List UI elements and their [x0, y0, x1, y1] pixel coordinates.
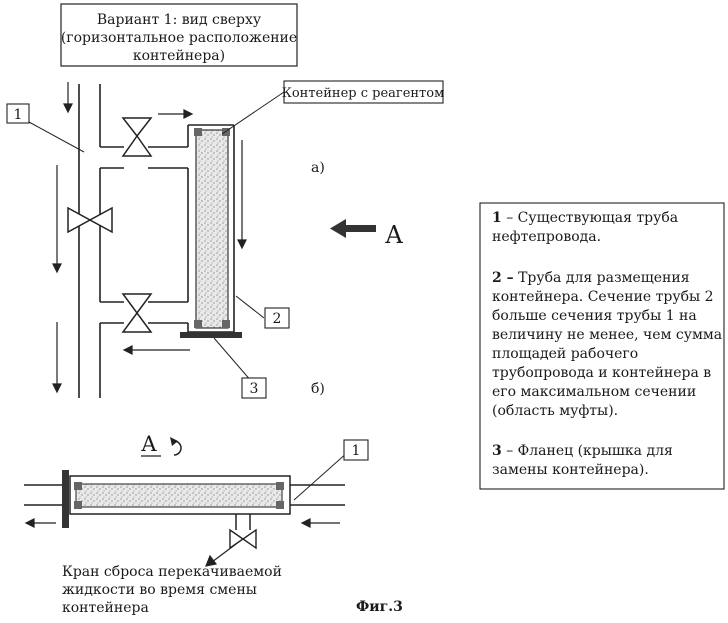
tag-2: 2 — [265, 308, 289, 328]
flow-arrows-side-view — [26, 519, 340, 566]
view-a-label: а) — [311, 160, 325, 176]
legend-item-2-line-2: контейнера. Сечение трубы 2 — [492, 289, 714, 305]
tag-1-bottom: 1 — [344, 440, 368, 460]
title-box: Вариант 1: вид сверху (горизонтальное ра… — [61, 4, 297, 66]
legend-item-2-line-6: трубопровода и контейнера в — [492, 365, 711, 381]
legend-item-2-line-7: его максимальном сечении — [492, 384, 696, 400]
view-b-label: б) — [311, 381, 325, 397]
reagent-container — [194, 128, 230, 328]
legend-item-2-line-8: (область муфты). — [492, 403, 618, 419]
arrow-a-letter: А — [385, 221, 403, 249]
legend-item-2-line-1: 2 – Труба для размещения — [492, 270, 690, 286]
legend-item-2-line-3: больше сечения трубы 1 на — [492, 308, 697, 324]
view-a-marker: А — [141, 432, 157, 456]
figure-caption: Фиг.3 — [356, 599, 403, 615]
title-line-3: контейнера) — [133, 48, 225, 64]
title-line-2: (горизонтальное расположение — [61, 30, 297, 46]
valve-top — [123, 118, 151, 156]
drain-note-line-3: контейнера — [62, 600, 149, 616]
tag-1-top: 1 — [7, 104, 29, 123]
svg-text:3: 3 — [250, 381, 259, 397]
reagent-container-side — [74, 482, 284, 509]
svg-text:2: 2 — [273, 311, 282, 327]
title-line-1: Вариант 1: вид сверху — [97, 12, 262, 28]
flange-side-view — [62, 470, 69, 528]
drain-note-line-1: Кран сброса перекачиваемой — [62, 564, 282, 580]
legend-item-3-line-1: 3 – Фланец (крышка для — [492, 443, 673, 459]
legend-item-2-line-5: площадей рабочего — [492, 346, 638, 362]
valve-main — [68, 208, 112, 232]
flange-3 — [180, 332, 242, 338]
legend-item-1-line-2: нефтепровода. — [492, 229, 601, 245]
svg-text:1: 1 — [352, 443, 361, 459]
svg-text:1: 1 — [14, 107, 23, 123]
legend-item-1-line-1: 1 – Существующая труба — [492, 210, 678, 226]
container-label: Контейнер с реагентом — [282, 86, 444, 101]
view-direction-arrow: А — [330, 219, 403, 249]
drain-note-line-2: жидкости во время смены — [62, 582, 257, 598]
legend-item-2-line-4: величину не менее, чем сумма — [492, 327, 722, 343]
tag-3: 3 — [242, 378, 266, 398]
valve-bottom — [123, 294, 151, 332]
container-label-box: Контейнер с реагентом — [282, 81, 444, 103]
legend-box: 1 – Существующая труба нефтепровода. 2 –… — [480, 203, 724, 489]
side-view-marker: А — [141, 432, 181, 456]
legend-item-3-line-2: замены контейнера). — [492, 462, 649, 478]
